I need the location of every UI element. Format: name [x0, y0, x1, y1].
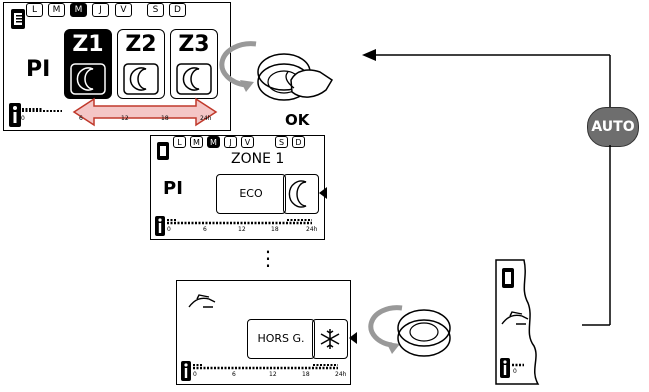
timeline [512, 363, 524, 367]
zone-tile-z3[interactable]: Z3 [170, 29, 218, 99]
zone-label: Z2 [125, 32, 157, 57]
moon-tile[interactable] [283, 174, 319, 214]
snowflake-tile[interactable] [312, 319, 348, 359]
day-V[interactable]: V [241, 136, 254, 148]
hors-gel-button[interactable]: HORS G. [247, 319, 315, 359]
rotary-knob-turn[interactable] [368, 300, 459, 365]
rotary-knob-press[interactable] [219, 30, 336, 115]
tick-6: 6 [232, 371, 236, 378]
tick-6: 6 [203, 226, 207, 233]
auto-button[interactable]: AUTO [587, 107, 639, 147]
eco-button[interactable]: ECO [216, 174, 286, 214]
tick-18: 18 [302, 371, 310, 378]
zone-tile-z1[interactable]: Z1 [64, 29, 112, 99]
screen-zone-1: L M M J V S D ZONE 1 PI ECO 0 6 12 18 24… [150, 135, 327, 240]
hand-icon [501, 311, 529, 325]
auto-label: AUTO [591, 119, 635, 135]
screen-zone-select: L M M J V S D PI Z1 Z2 Z3 [3, 2, 231, 131]
hors-gel-label: HORS G. [257, 332, 305, 345]
program-icon [11, 9, 25, 29]
day-J[interactable]: J [92, 3, 109, 17]
day-D[interactable]: D [292, 136, 305, 148]
tick-0: 0 [21, 115, 25, 122]
info-icon[interactable] [155, 216, 165, 236]
tick-0: 0 [167, 226, 171, 233]
moon-icon [176, 63, 212, 95]
tick-12: 12 [238, 226, 246, 233]
program-icon [157, 142, 169, 160]
tick-12: 12 [121, 115, 129, 122]
flow-arrow-top [362, 49, 611, 107]
day-S[interactable]: S [147, 3, 164, 17]
program-icon [502, 268, 514, 288]
tick-0: 0 [193, 371, 197, 378]
timeline [167, 219, 312, 225]
info-icon[interactable] [500, 358, 510, 378]
mode-label: PI [163, 178, 183, 199]
torn-edge [495, 259, 540, 385]
day-M-active[interactable]: M [70, 3, 87, 17]
continuation-dots: ⋮ [258, 246, 278, 270]
info-icon[interactable] [181, 361, 191, 381]
tick-24h: 24h [335, 371, 347, 378]
day-V[interactable]: V [115, 3, 132, 17]
day-M[interactable]: M [190, 136, 203, 148]
day-L[interactable]: L [173, 136, 186, 148]
flow-line-bottom [582, 145, 611, 326]
selection-pointer [319, 187, 327, 199]
zone-label: Z1 [72, 32, 104, 57]
tick-24h: 24h [200, 115, 212, 122]
tick-12: 12 [269, 371, 277, 378]
moon-icon [70, 63, 106, 95]
info-icon[interactable] [9, 103, 21, 127]
zone-label: Z3 [178, 32, 210, 57]
zone-title: ZONE 1 [231, 151, 285, 167]
day-S[interactable]: S [275, 136, 288, 148]
hand-icon [188, 294, 216, 308]
moon-icon [123, 63, 159, 95]
day-D[interactable]: D [169, 3, 186, 17]
tick-24h: 24h [306, 226, 318, 233]
tick-18: 18 [271, 226, 279, 233]
selection-pointer [349, 332, 357, 344]
day-J[interactable]: J [224, 136, 237, 148]
screen-frost-protection: HORS G. 0 6 12 18 24h [176, 280, 357, 385]
moon-icon [288, 180, 307, 208]
ok-label: OK [285, 111, 310, 129]
tick-0: 0 [513, 368, 517, 375]
timeline [193, 364, 338, 370]
day-M[interactable]: M [48, 3, 65, 17]
screen-fragment-auto: 0 [494, 258, 552, 386]
double-arrow [72, 97, 218, 127]
day-M-active[interactable]: M [207, 136, 220, 148]
mode-label: PI [26, 57, 51, 82]
day-L[interactable]: L [26, 3, 43, 17]
zone-tile-z2[interactable]: Z2 [117, 29, 165, 99]
snowflake-icon [320, 329, 340, 349]
tick-18: 18 [161, 115, 169, 122]
tick-6: 6 [79, 115, 83, 122]
eco-label: ECO [239, 187, 263, 200]
